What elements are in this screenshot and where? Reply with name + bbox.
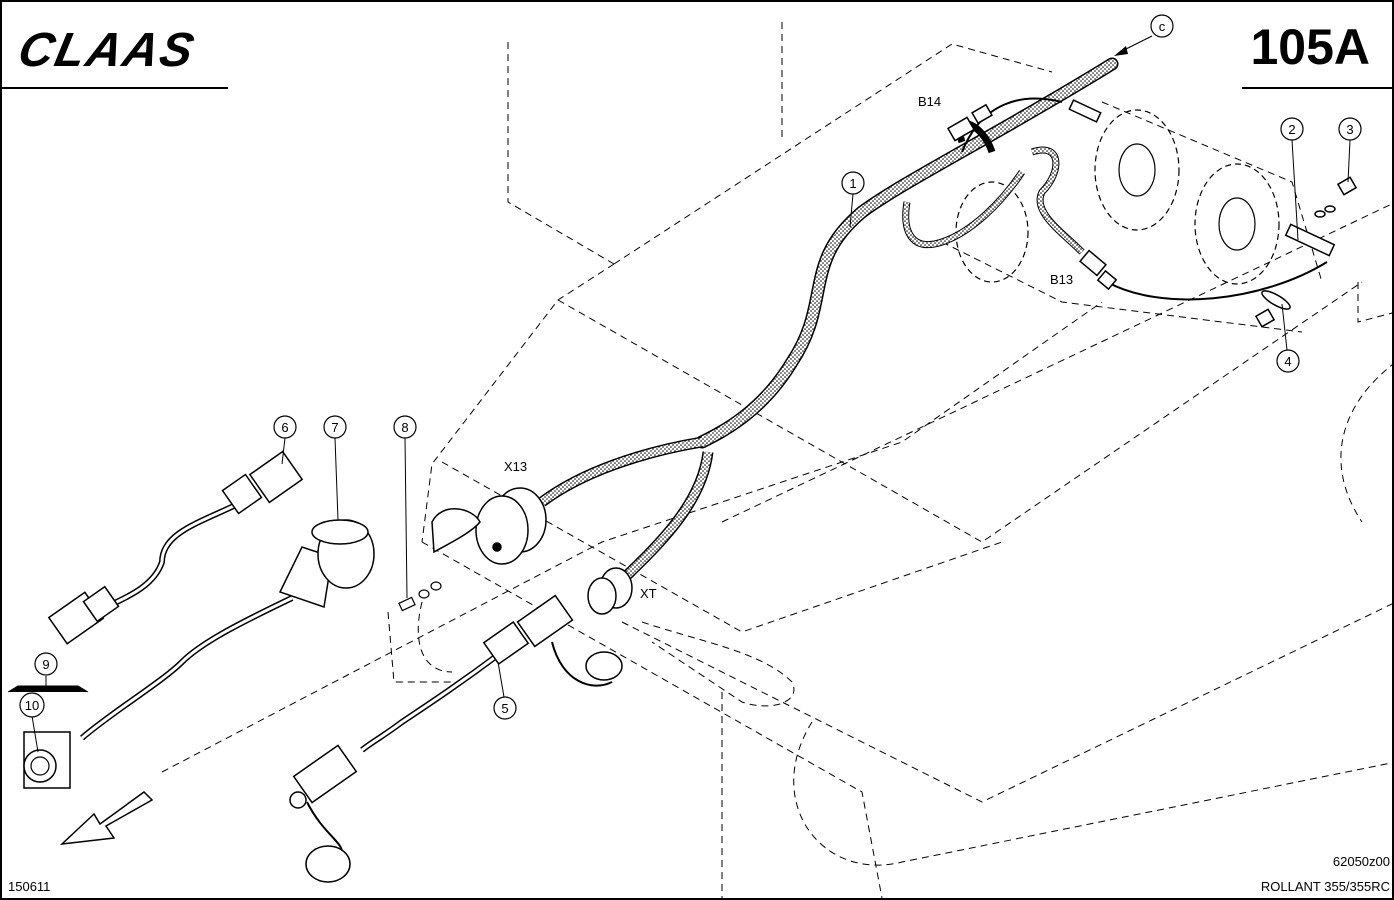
page-number: 105A [1250, 19, 1370, 75]
callout-8: 8 [393, 415, 417, 439]
svg-text:3: 3 [1346, 122, 1353, 137]
reference-c-arrow: c [1114, 14, 1174, 56]
svg-text:c: c [1159, 19, 1166, 34]
callout-10: 10 [19, 692, 45, 718]
label-x13: X13 [504, 459, 527, 474]
model-name: ROLLANT 355/355RC [1261, 879, 1390, 894]
svg-text:9: 9 [42, 657, 49, 672]
svg-text:2: 2 [1288, 122, 1295, 137]
sensor-parts [1254, 176, 1358, 328]
svg-text:5: 5 [501, 701, 508, 716]
svg-text:4: 4 [1284, 354, 1291, 369]
callout-4: 4 [1276, 349, 1300, 373]
callout-leaders [7, 139, 1351, 753]
label-xt: XT [640, 586, 657, 601]
callout-3: 3 [1338, 117, 1362, 141]
xt-socket [587, 567, 633, 615]
svg-text:7: 7 [331, 420, 338, 435]
main-harness [538, 57, 1328, 584]
callout-6: 6 [273, 415, 297, 439]
b13-connector [1079, 249, 1118, 291]
svg-text:10: 10 [25, 698, 39, 713]
b14-connector [946, 99, 1102, 142]
label-b14: B14 [918, 94, 941, 109]
extension-cable-5 [289, 594, 623, 883]
callout-2: 2 [1280, 117, 1304, 141]
socket-cable-7-10 [23, 519, 375, 789]
machine-outline [161, 22, 1392, 898]
svg-text:1: 1 [849, 176, 856, 191]
direction-arrow-icon [59, 791, 154, 846]
date-code: 150611 [8, 879, 50, 894]
callout-9: 9 [34, 652, 58, 676]
callout-5: 5 [493, 696, 517, 720]
svg-text:CLAAS: CLAAS [14, 23, 201, 76]
fastener-set [398, 581, 442, 612]
adapter-cable-6 [47, 450, 304, 645]
claas-logo: CLAAS [14, 23, 201, 76]
figure-code: 62050z00 [1333, 854, 1390, 869]
callout-7: 7 [323, 415, 347, 439]
svg-text:8: 8 [401, 420, 408, 435]
label-b13: B13 [1050, 272, 1073, 287]
x13-socket [431, 487, 547, 565]
svg-text:6: 6 [281, 420, 288, 435]
callout-1: 1 [841, 171, 865, 195]
